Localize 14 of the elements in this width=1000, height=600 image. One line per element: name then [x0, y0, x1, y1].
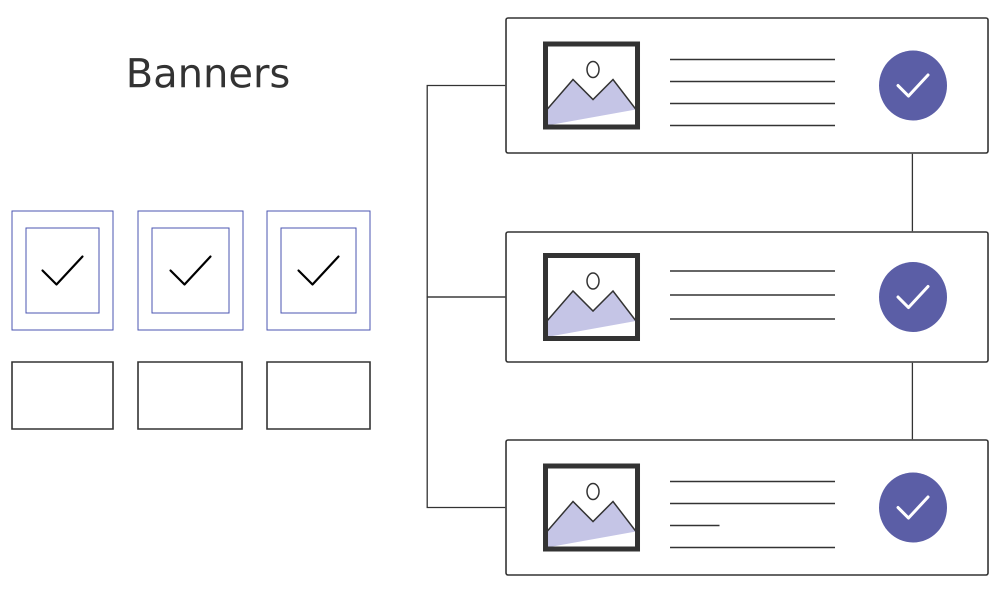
- connector-line: [426, 84, 506, 298]
- connector-line: [426, 296, 506, 508]
- empty-box: [137, 361, 243, 430]
- banner-card: [505, 439, 989, 576]
- checkbox: [138, 210, 244, 330]
- checkbox: [266, 210, 370, 330]
- banner-card: [505, 17, 989, 154]
- empty-box: [11, 361, 114, 430]
- connector-line: [912, 362, 914, 440]
- empty-box: [266, 361, 371, 430]
- checkbox: [12, 210, 114, 330]
- title: Banners: [130, 58, 288, 88]
- connector-line: [912, 154, 914, 232]
- banner-card: [505, 231, 989, 363]
